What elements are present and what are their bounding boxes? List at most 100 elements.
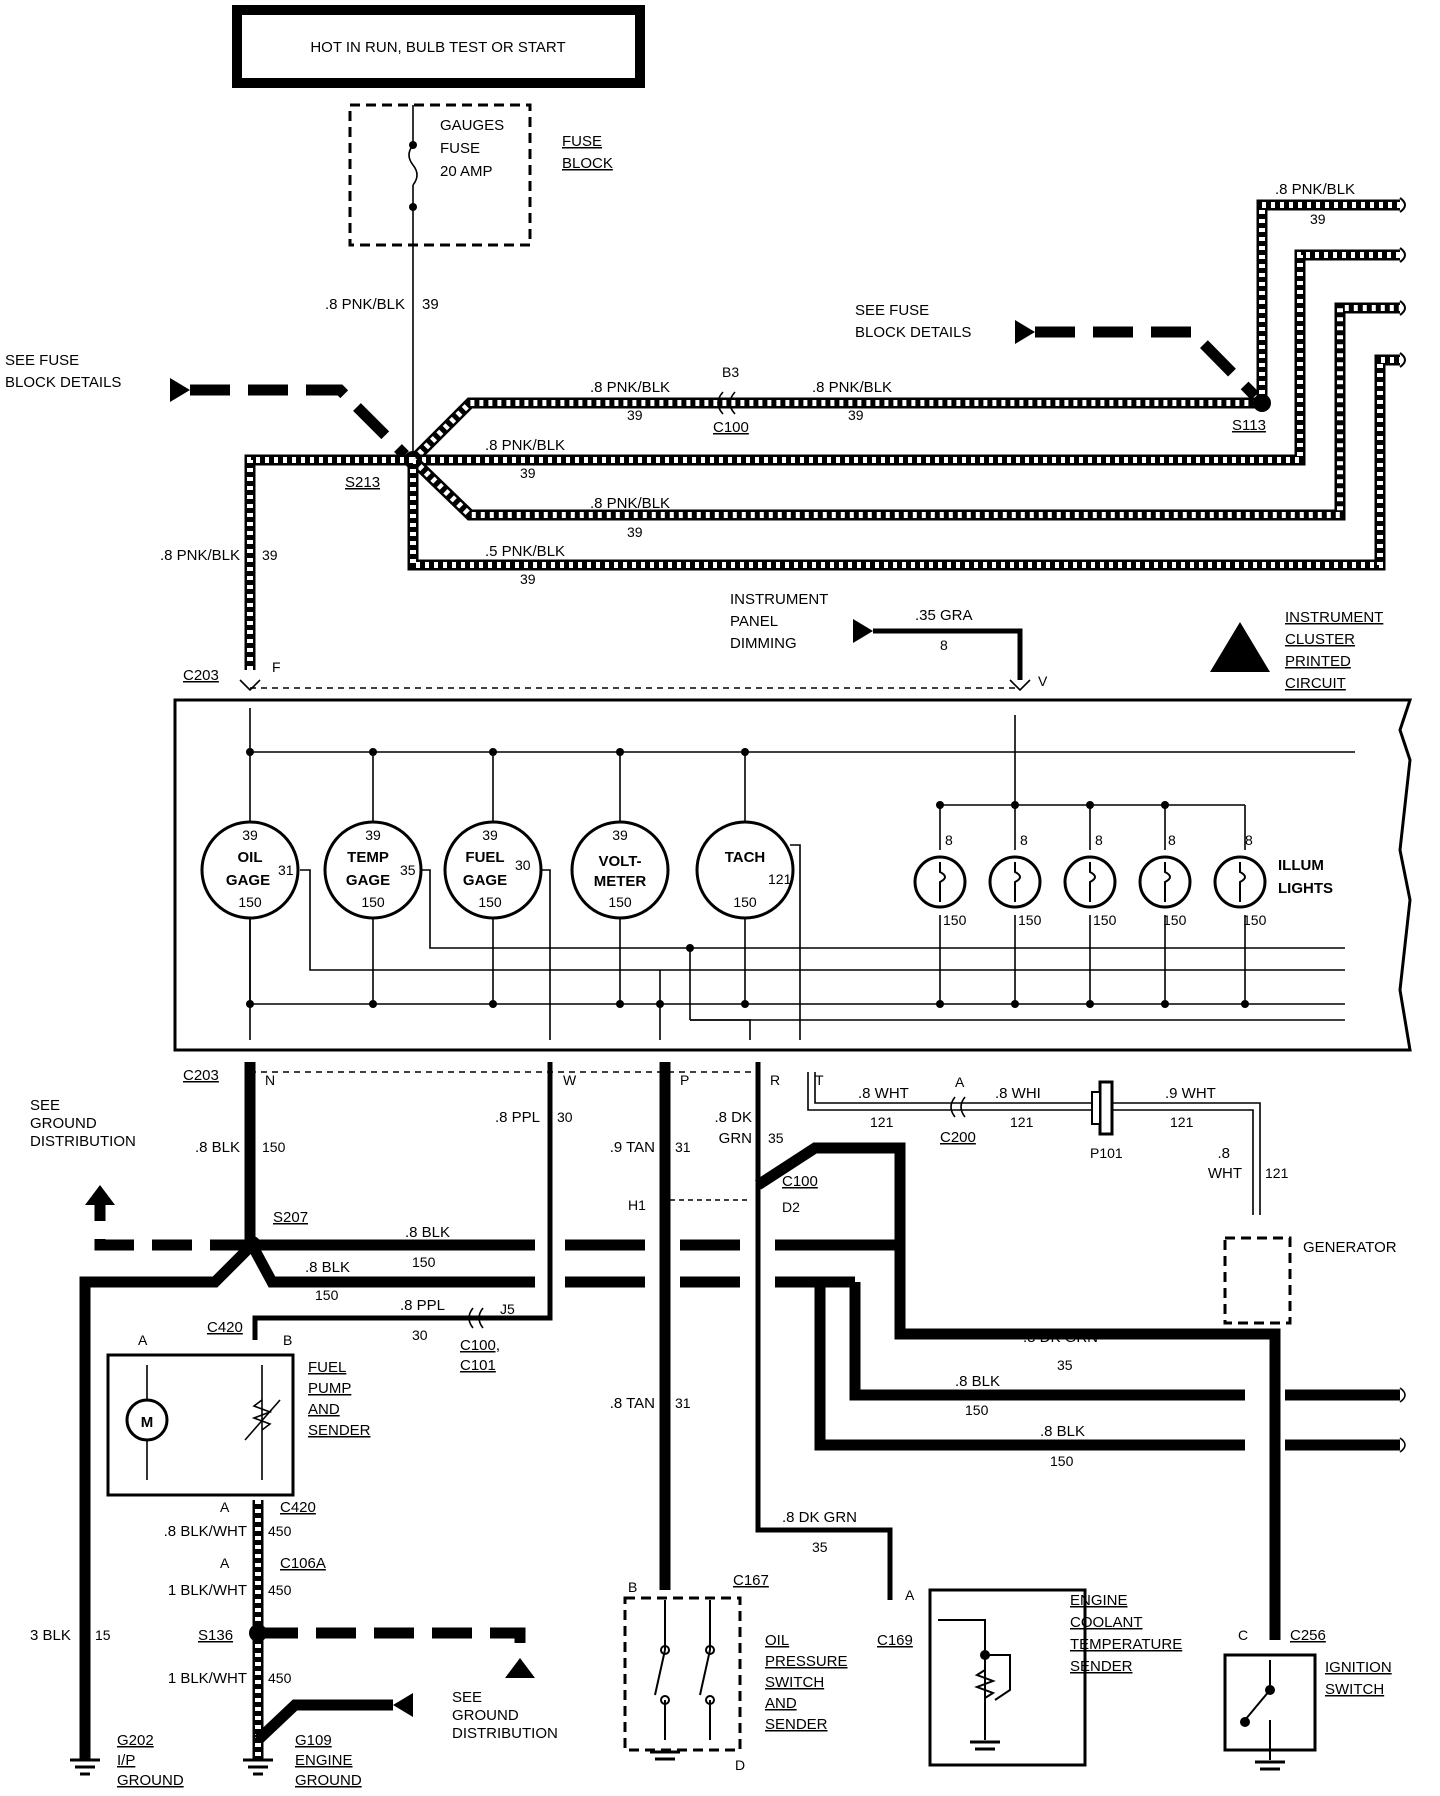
dk-grn-ign-circuit: 35 [1057,1357,1073,1373]
c420-pin-a: A [138,1332,148,1348]
blk-wire-4 [814,1276,1400,1451]
c100-c101-connector [468,1307,484,1329]
fuse-label-3: 20 AMP [440,163,493,180]
blk-wht-label: .8 BLK/WHT [164,1523,247,1540]
gauge-fuel-name1: FUEL [465,849,504,866]
ground-wire-circuit: 150 [262,1139,286,1155]
c420-bot-label: C420 [280,1499,316,1516]
see-ground2-2: GROUND [452,1707,519,1724]
illum-bot-4: 150 [1163,912,1187,928]
gauge-fuel-bottom: 150 [478,894,502,910]
coolant-sender-box [928,1588,1087,1767]
wire-circuit-1: 39 [627,407,643,423]
splice-s113-label: S113 [1232,417,1266,434]
gauge-tach-side: 121 [768,871,792,887]
illum-label-2: LIGHTS [1278,880,1333,897]
ppl-wire-label: .8 PPL [495,1109,540,1126]
fuse-dot-top [409,141,417,149]
c167-label: C167 [733,1572,769,1589]
pin-p: P [680,1072,689,1088]
illum-filaments [939,862,1246,902]
ground-wire-label: .8 BLK [195,1139,240,1156]
fuel-pump-box [106,1353,295,1497]
ground-3blk-wire [79,1241,256,1760]
gauge-temp-bottom: 150 [361,894,385,910]
see-fuse-left-1: SEE FUSE [5,352,79,369]
wht-circuit-4: 121 [1265,1165,1289,1181]
blk-wire-2 [247,1242,535,1288]
gauge-temp-side: 35 [400,862,416,878]
tan-wire-circuit: 31 [675,1139,691,1155]
c200-connector [950,1096,966,1118]
oil-switch-box [623,1596,742,1752]
fuse-detail-left-wire [190,384,409,459]
gauge-tach-bottom: 150 [733,894,757,910]
blk-wht-1-label-2: 1 BLK/WHT [168,1670,247,1687]
ignition-label-1: IGNITION [1325,1659,1392,1676]
wht-label-4a: .8 [1217,1145,1230,1162]
gauge-temp: 39 TEMP GAGE 35 150 [323,820,423,920]
blk-wht-circuit: 450 [268,1523,292,1539]
ground-3blk-circuit: 15 [95,1627,111,1643]
gauge-tach: TACH 121 150 [695,820,795,920]
gauge-fuel-top: 39 [482,827,498,843]
c106a-label: C106A [280,1555,326,1572]
arrow-right-in [1015,320,1035,344]
illum-top-1: 8 [945,832,953,848]
hatched-wires [244,199,1400,670]
blk-wht-1-circuit-2: 450 [268,1670,292,1686]
dk-grn-wire [755,1062,893,1600]
c203-pin-v: V [1038,673,1048,689]
oil-label-5: SENDER [765,1716,828,1733]
c100-c101-1: C100, [460,1337,500,1354]
wht-label-3: .9 WHT [1165,1085,1216,1102]
fuel-pump-label-4: SENDER [308,1422,371,1439]
tan-wire-label: .9 TAN [610,1139,655,1156]
c420-top-label: C420 [207,1319,243,1336]
wht-label-1: .8 WHT [858,1085,909,1102]
coolant-thermistor [938,1619,1011,1740]
coolant-label-4: SENDER [1070,1658,1133,1675]
gauge-oil-side: 31 [278,862,294,878]
oil-switch-contacts [654,1600,715,1740]
ground-3blk-label: 3 BLK [30,1627,71,1644]
generator-label: GENERATOR [1303,1239,1397,1256]
coolant-label-3: TEMPERATURE [1070,1636,1182,1653]
illum-label-1: ILLUM [1278,857,1324,874]
coolant-label-1: ENGINE [1070,1592,1128,1609]
gauge-oil-bottom: 150 [238,894,262,910]
illum-bot-1: 150 [943,912,967,928]
splice-s207-label: S207 [273,1209,308,1226]
generator-box [1223,1236,1292,1325]
splice-s113 [1253,394,1271,412]
illum-top-4: 8 [1168,832,1176,848]
dimming-wire-circuit: 8 [940,637,948,653]
c256-label: C256 [1290,1627,1326,1644]
feed-wire-circuit: 39 [422,296,439,313]
dk-grn-branch [755,1142,906,1334]
see-fuse-left-2: BLOCK DETAILS [5,374,121,391]
gauge-oil: 39 OIL GAGE 31 150 [200,820,300,920]
splice-s213-label: S213 [345,474,380,491]
ignition-contacts [1244,1660,1271,1760]
oil-label-4: AND [765,1695,797,1712]
blk-wire-2-circuit: 150 [315,1287,339,1303]
dk-grn-route [894,1245,1280,1340]
gauge-oil-top: 39 [242,827,258,843]
blk-wire-3 [849,1282,1400,1401]
dk-grn-cool-label: .8 DK GRN [782,1509,857,1526]
s136-ground-wire [258,1627,526,1660]
ground-symbol-g109 [243,1758,273,1776]
wire-ends-right [1399,197,1406,368]
splice-s136-label: S136 [198,1627,233,1644]
wire-label-2: .8 PNK/BLK [812,379,892,396]
dimming-arrow [853,619,873,643]
wire-label-5: .5 PNK/BLK [485,543,565,560]
pin-j5: J5 [500,1301,515,1317]
p101-connector [1098,1080,1114,1136]
gauge-fuel-side: 30 [515,857,531,873]
ground-dist-arrow [85,1185,115,1205]
ignition-ground-icon [1255,1760,1285,1771]
see-ground-3: DISTRIBUTION [30,1133,136,1150]
dk-grn-ign-label: .8 DK GRN [1023,1329,1098,1346]
